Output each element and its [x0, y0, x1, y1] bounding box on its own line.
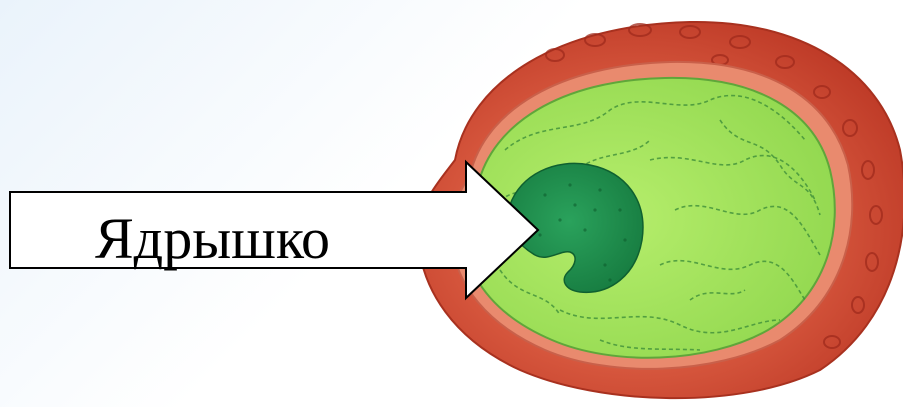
arrow-label: Ядрышко	[95, 206, 330, 271]
